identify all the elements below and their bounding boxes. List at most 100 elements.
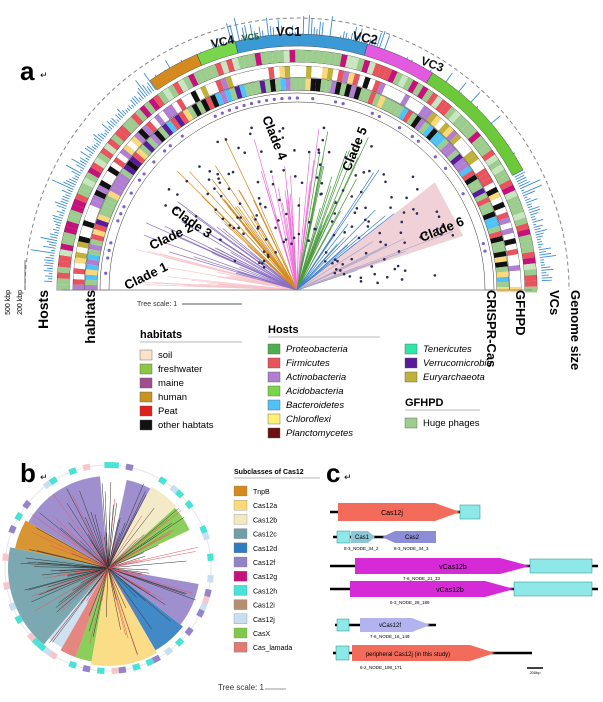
cas12-branch [79,490,109,569]
ring-hosts-cell [482,211,496,221]
ring-hosts-cell [259,80,267,94]
ring-habitats-cell [134,132,146,144]
cas12-branch [88,567,109,616]
genome-size-bar [44,259,54,262]
ring-habitats-cell [490,196,503,207]
ring-habitats-cell [505,243,518,251]
tree-tip [370,145,373,148]
ring-habitats-cell [225,76,235,89]
gene-arrow-cas12j [338,503,460,521]
ring-habitats-cell [195,87,205,101]
ring-habitats-cell [73,268,86,275]
ring-habitats-cell [400,94,411,107]
ring-gfhpd-cell [289,50,296,63]
genome-size-bar [530,212,539,216]
ring-gfhpd-cell [426,92,439,106]
ring-gfhpd-cell [521,245,534,254]
crispr-dot [249,101,254,106]
cas12-branch [90,511,109,569]
vc2-label: VC2 [351,28,379,47]
legend-cas12-label: Cas_lamada [253,645,292,652]
tree-tip [368,169,371,173]
crispr-dot [397,126,402,130]
cas12-branch [49,544,109,569]
ring-gfhpd-cell [439,102,452,116]
genome-size-bar [53,220,62,224]
ring-habitats-cell [257,68,265,81]
ring-habitats-cell [449,133,462,146]
ring-gfhpd-cell [126,116,140,130]
ring-hosts-cell [443,145,457,158]
genome-size-bar [538,247,552,251]
clade-3-fan [253,199,298,291]
tree-tip [307,239,310,242]
cas12-branch [31,514,109,569]
legend-cas12-items: TnpBCas12aCas12bCas12cCas12dCas12fCas12g… [233,485,292,653]
ring-gfhpd-cell [496,174,511,186]
ring-hosts-cell [436,138,449,151]
ring-habitats-cell [501,227,514,236]
outer-ring-cell [145,657,155,667]
ring-hosts-cell [161,123,174,136]
tree-tip [364,251,368,255]
legend-swatch [404,343,418,355]
ring-hosts-cell [229,87,238,101]
outer-ring-cell [68,467,78,476]
ring-gfhpd-cell [177,78,189,93]
ring-habitats-cell [305,66,312,78]
ring-habitats-cell [498,217,511,226]
cas12-branch [50,567,109,572]
outer-ring-cell [151,654,161,664]
outer-ring-cell [37,642,47,652]
cas12-branch [107,515,143,569]
ring-hosts-cell [178,111,190,125]
ring-habitats-cell [496,211,509,221]
genome-size-bar [80,151,91,159]
genome-size-bar [97,133,105,140]
ring-hosts-cell [154,130,166,143]
crispr-array-vcas12f [336,618,350,632]
genome-size-bar [524,198,531,202]
node-label-8-3-34-3: 8-3_NODE_34_3 [394,546,429,551]
ring-habitats-cell [180,95,192,108]
ring-habitats-cell [342,71,350,83]
clade-3-fan [201,195,298,291]
hosts-ring-label: Hosts [35,290,51,329]
tree-tip [281,127,285,130]
ring-hosts-cell [86,259,100,266]
genome-size-bar [523,190,536,197]
ring-habitats-cell [73,279,85,285]
ring-habitats-cell [494,206,507,216]
ring-gfhpd-cell [328,52,337,66]
ring-habitats-cell [158,110,170,123]
ring-hosts-cell [105,195,119,205]
clade-3-fan [238,190,298,291]
genome-size-bar [514,171,526,178]
gene-label-vcas12b-1: vCas12b [439,564,467,571]
ring-gfhpd-cell [231,57,241,71]
ring-habitats-cell [504,238,517,246]
ring-habitats-cell [486,186,499,197]
ring-hosts-cell [472,187,486,198]
cas12-branch [107,517,185,569]
ring-hosts-cell [358,88,367,102]
ring-gfhpd-cell [306,50,313,63]
genome-size-bar [61,209,66,212]
ring-habitats-cell [92,194,105,205]
tree-tip [389,206,392,209]
tree-tip [262,259,266,263]
genome-size-bar [529,208,541,214]
outer-ring-cell [26,632,37,642]
ring-habitats-cell [141,124,154,137]
ring-habitats-cell [413,102,425,115]
clade-6-fan [296,209,376,291]
legend-cas12-label: Cas12g [253,574,277,581]
clade-5-label: Clade 5 [339,125,370,174]
gfhpd-ring-label: GFHPD [513,290,528,336]
legend-swatch [139,405,153,417]
ring-hosts-cell [92,228,106,237]
cas12-branch [20,563,109,569]
ring-hosts-cell [426,128,438,141]
ring-hosts-cell [324,80,332,93]
tree-tip [348,275,352,278]
